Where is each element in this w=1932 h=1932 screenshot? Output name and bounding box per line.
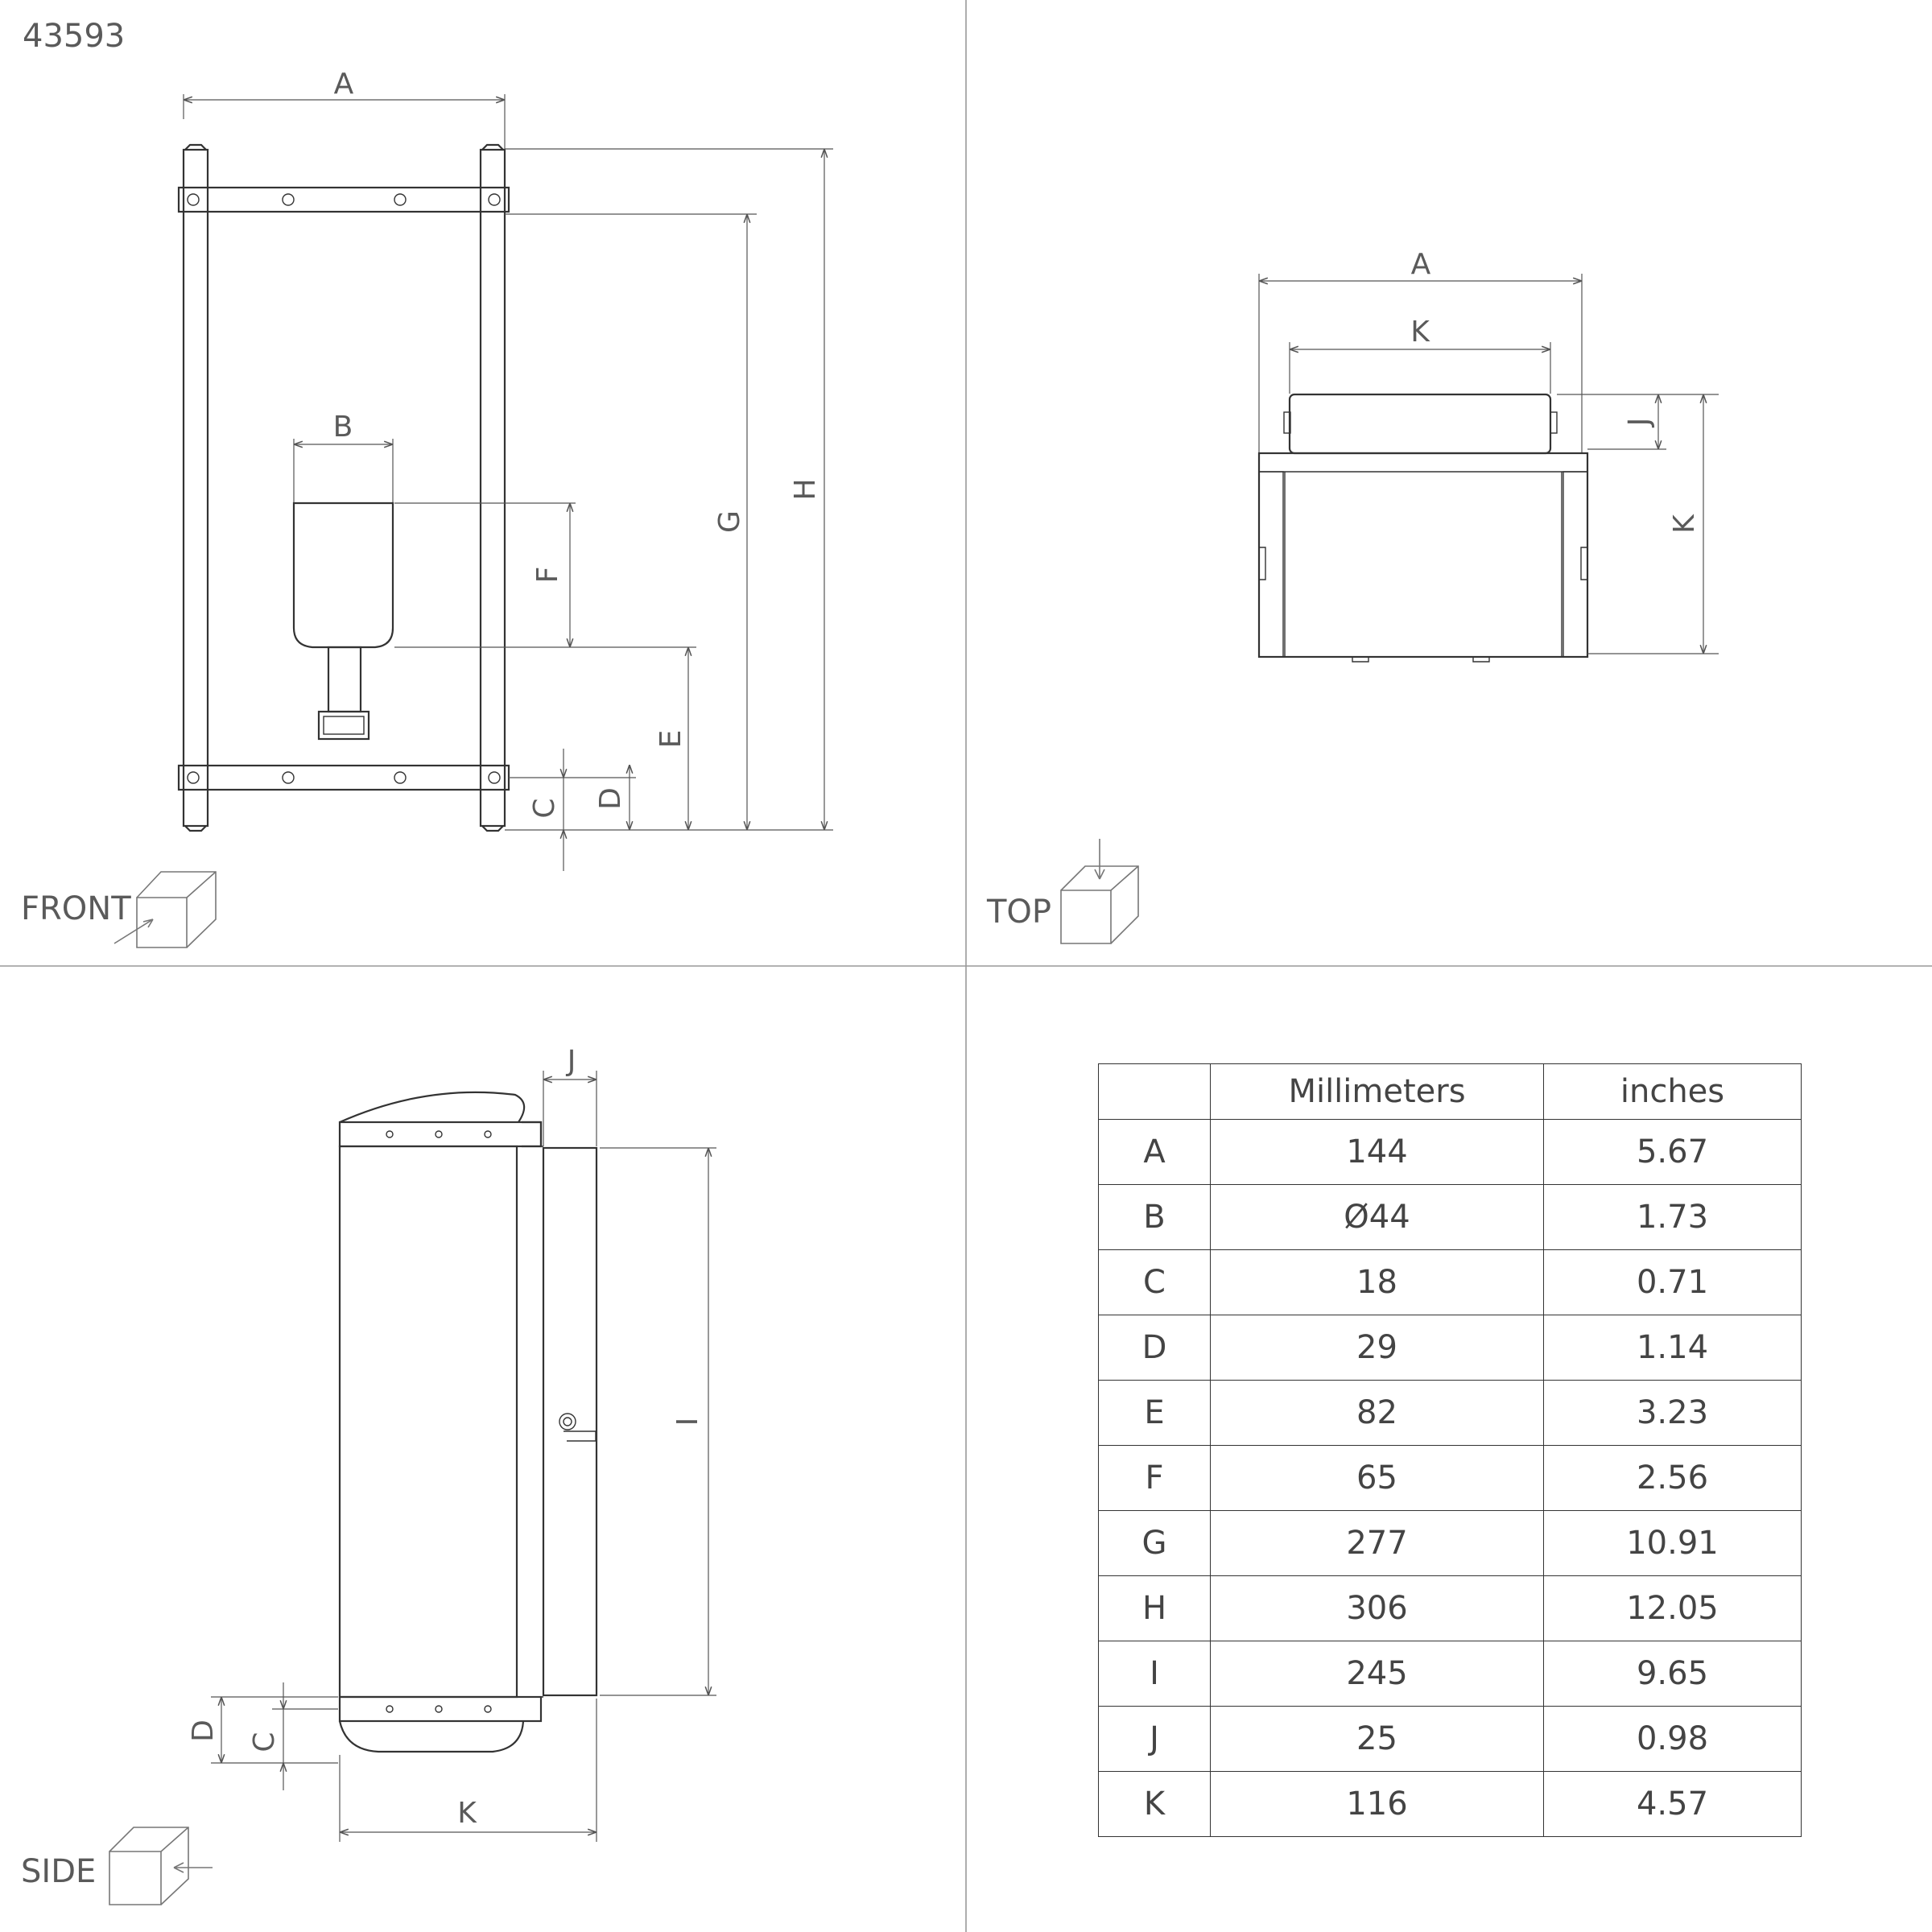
row-inch: 1.73	[1543, 1184, 1802, 1250]
side-top-band	[338, 1121, 543, 1148]
dim-label-j-top: J	[1623, 418, 1656, 428]
article-number: 43593	[23, 18, 125, 55]
side-wall-plate	[542, 1146, 598, 1697]
row-inch: 2.56	[1543, 1445, 1802, 1511]
side-bottom-band	[338, 1695, 543, 1723]
row-key: E	[1098, 1380, 1211, 1446]
row-inch: 1.14	[1543, 1315, 1802, 1381]
row-mm: 144	[1210, 1119, 1544, 1185]
dim-label-a-top: A	[1411, 248, 1431, 281]
row-inch: 5.67	[1543, 1119, 1802, 1185]
dim-label-j-side: J	[566, 1045, 576, 1078]
front-view-label: FRONT	[21, 890, 131, 927]
side-view-label: SIDE	[21, 1853, 96, 1890]
side-top-cap	[339, 1091, 526, 1124]
row-mm: 25	[1210, 1706, 1544, 1772]
dim-label-g: G	[713, 510, 746, 533]
row-inch: 0.98	[1543, 1706, 1802, 1772]
row-key: I	[1098, 1641, 1211, 1707]
dim-label-b: B	[333, 411, 353, 444]
row-inch: 0.71	[1543, 1249, 1802, 1315]
top-view-cube-icon	[1060, 839, 1139, 944]
front-view: A B F E G H D C FRONT	[21, 68, 833, 948]
row-inch: 12.05	[1543, 1575, 1802, 1641]
wall-plate-top	[1288, 393, 1552, 455]
dim-label-c-front: C	[528, 798, 561, 818]
table-header-millimeters: Millimeters	[1210, 1063, 1544, 1120]
side-body	[338, 1145, 518, 1699]
row-mm: 82	[1210, 1380, 1544, 1446]
row-mm: 18	[1210, 1249, 1544, 1315]
row-key: H	[1098, 1575, 1211, 1641]
row-key: K	[1098, 1771, 1211, 1837]
table-header-inches: inches	[1543, 1063, 1802, 1120]
row-mm: Ø44	[1210, 1184, 1544, 1250]
dim-label-f: F	[531, 567, 564, 584]
left-post	[182, 148, 209, 828]
row-mm: 245	[1210, 1641, 1544, 1707]
row-key: A	[1098, 1119, 1211, 1185]
row-mm: 116	[1210, 1771, 1544, 1837]
row-inch: 4.57	[1543, 1771, 1802, 1837]
row-key: G	[1098, 1510, 1211, 1576]
row-mm: 29	[1210, 1315, 1544, 1381]
row-key: D	[1098, 1315, 1211, 1381]
dim-label-k-side: K	[457, 1797, 477, 1830]
side-bottom-cap	[338, 1720, 525, 1753]
row-key: B	[1098, 1184, 1211, 1250]
row-inch: 9.65	[1543, 1641, 1802, 1707]
dim-label-d-side: D	[187, 1719, 220, 1742]
row-mm: 277	[1210, 1510, 1544, 1576]
row-key: J	[1098, 1706, 1211, 1772]
right-post	[479, 148, 506, 828]
top-view: A K J K TOP	[986, 248, 1719, 944]
dim-label-a-front: A	[334, 68, 354, 101]
top-view-label: TOP	[986, 894, 1051, 931]
row-mm: 306	[1210, 1575, 1544, 1641]
row-inch: 10.91	[1543, 1510, 1802, 1576]
dim-label-i: I	[671, 1418, 704, 1426]
front-view-cube-icon	[114, 871, 217, 948]
dim-label-d-front: D	[594, 787, 627, 810]
top-crossbar	[177, 186, 510, 213]
row-key: C	[1098, 1249, 1211, 1315]
lantern-body-top	[1257, 452, 1589, 658]
side-view-cube-icon	[109, 1827, 213, 1905]
table-header-row: Millimeters inches	[1098, 1063, 1802, 1120]
dim-label-h: H	[789, 478, 822, 500]
lamp-holder	[292, 502, 394, 649]
dim-label-c-side: C	[248, 1732, 281, 1752]
table-header-key	[1098, 1063, 1211, 1120]
row-mm: 65	[1210, 1445, 1544, 1511]
dim-label-k-top-vertical: K	[1668, 514, 1701, 534]
dim-label-e: E	[654, 730, 687, 749]
bottom-crossbar	[177, 764, 510, 791]
dim-label-k-top: K	[1410, 316, 1430, 349]
row-key: F	[1098, 1445, 1211, 1511]
side-view: J I D C K SIDE	[21, 1045, 716, 1905]
row-inch: 3.23	[1543, 1380, 1802, 1446]
